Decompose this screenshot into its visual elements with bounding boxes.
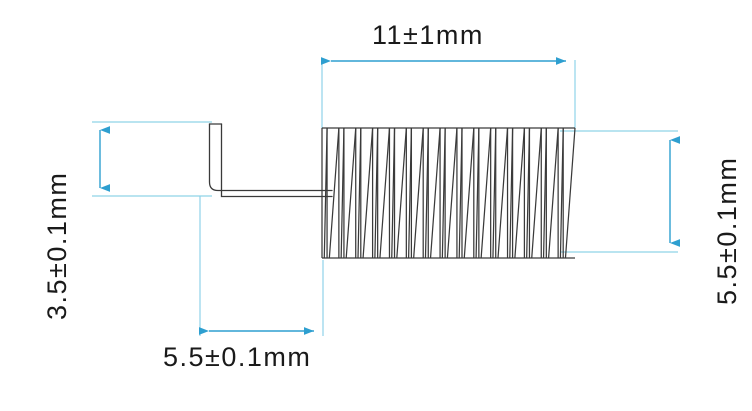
coil-turn-back bbox=[509, 127, 526, 259]
extension-lines bbox=[92, 60, 678, 336]
dim-label-top: 11±1mm bbox=[372, 20, 484, 50]
dim-label-right: 5.5±0.1mm bbox=[712, 156, 742, 305]
coil-turn-back bbox=[542, 127, 559, 259]
coil-turn-back bbox=[526, 127, 542, 259]
coil-turn-back bbox=[559, 127, 576, 259]
coil-turn-back bbox=[407, 127, 424, 259]
coil-turn-back bbox=[357, 127, 374, 259]
lead-outline-inner bbox=[220, 123, 333, 198]
coil-body bbox=[321, 127, 576, 259]
coil-rails bbox=[322, 127, 575, 259]
dimension-lines bbox=[99, 57, 680, 335]
lead-outline-outer bbox=[208, 123, 333, 192]
coil-turn-back bbox=[458, 127, 475, 259]
coil-turn-back bbox=[424, 127, 441, 259]
dim-label-bottom: 5.5±0.1mm bbox=[163, 342, 312, 372]
coil-turn-back bbox=[441, 127, 458, 259]
dim-label-left: 3.5±0.1mm bbox=[42, 171, 72, 320]
coil-turn-back bbox=[374, 127, 391, 259]
coil-turn-back bbox=[475, 127, 492, 259]
coil-turn-back bbox=[323, 127, 340, 259]
coil-turn-back bbox=[492, 127, 509, 259]
coil-turn-back bbox=[340, 127, 357, 259]
lead-wire bbox=[208, 123, 333, 198]
coil-turn-back bbox=[391, 127, 407, 259]
